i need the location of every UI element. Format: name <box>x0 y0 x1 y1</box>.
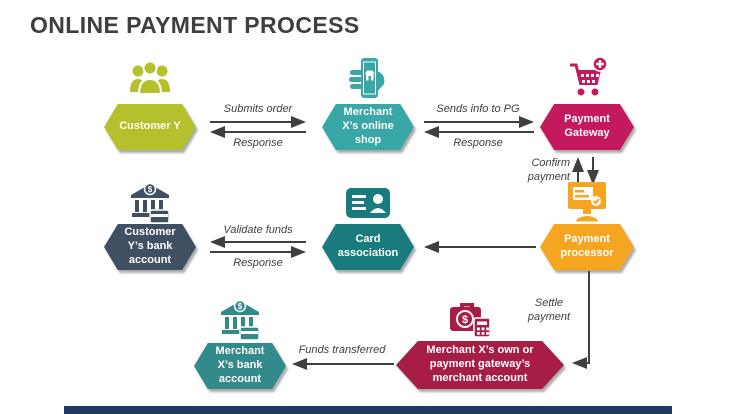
briefcase-calculator-icon: $ <box>450 303 491 338</box>
edge-label-confirm-payment: Confirm payment <box>527 157 570 183</box>
people-group-icon <box>130 60 170 95</box>
hex-payment-processor: Payment processor <box>540 224 634 270</box>
hex-customer-y: Customer Y <box>104 104 196 150</box>
cart-plus-icon <box>570 56 608 96</box>
monitor-card-icon <box>568 182 606 222</box>
hex-merchant-online-shop: Merchant X’s online shop <box>322 104 414 150</box>
bank-card-icon: $ <box>221 299 260 341</box>
hex-card-association: Card association <box>322 224 414 270</box>
hex-payment-gateway: Payment Gateway <box>540 104 634 150</box>
page-title: ONLINE PAYMENT PROCESS <box>30 12 360 38</box>
hex-merchant-account: Merchant X’s own or payment gateway’s me… <box>396 341 564 389</box>
arrow-settle-payment <box>572 271 590 369</box>
svg-text:$: $ <box>148 185 153 194</box>
svg-text:$: $ <box>238 302 243 311</box>
edge-label-submits-order: Submits order <box>223 103 293 115</box>
footer-bar <box>64 406 672 414</box>
edge-label-funds-transferred: Funds transferred <box>298 344 386 356</box>
svg-text:$: $ <box>462 314 468 326</box>
edge-label-response-1: Response <box>233 137 283 149</box>
bank-card-icon: $ <box>131 182 170 224</box>
phone-in-hand-icon <box>349 58 385 98</box>
edge-label-response-2: Response <box>453 137 503 149</box>
edge-label-settle-payment: Settle payment <box>527 297 571 323</box>
edge-label-sends-info-to-pg: Sends info to PG <box>436 103 520 115</box>
edge-label-response-3: Response <box>233 257 283 269</box>
edge-label-validate-funds: Validate funds <box>223 224 293 236</box>
id-card-icon <box>346 188 390 218</box>
hex-customer-bank-account: Customer Y’s bank account <box>104 224 196 270</box>
hex-merchant-bank-account: Merchant X’s bank account <box>194 343 286 389</box>
